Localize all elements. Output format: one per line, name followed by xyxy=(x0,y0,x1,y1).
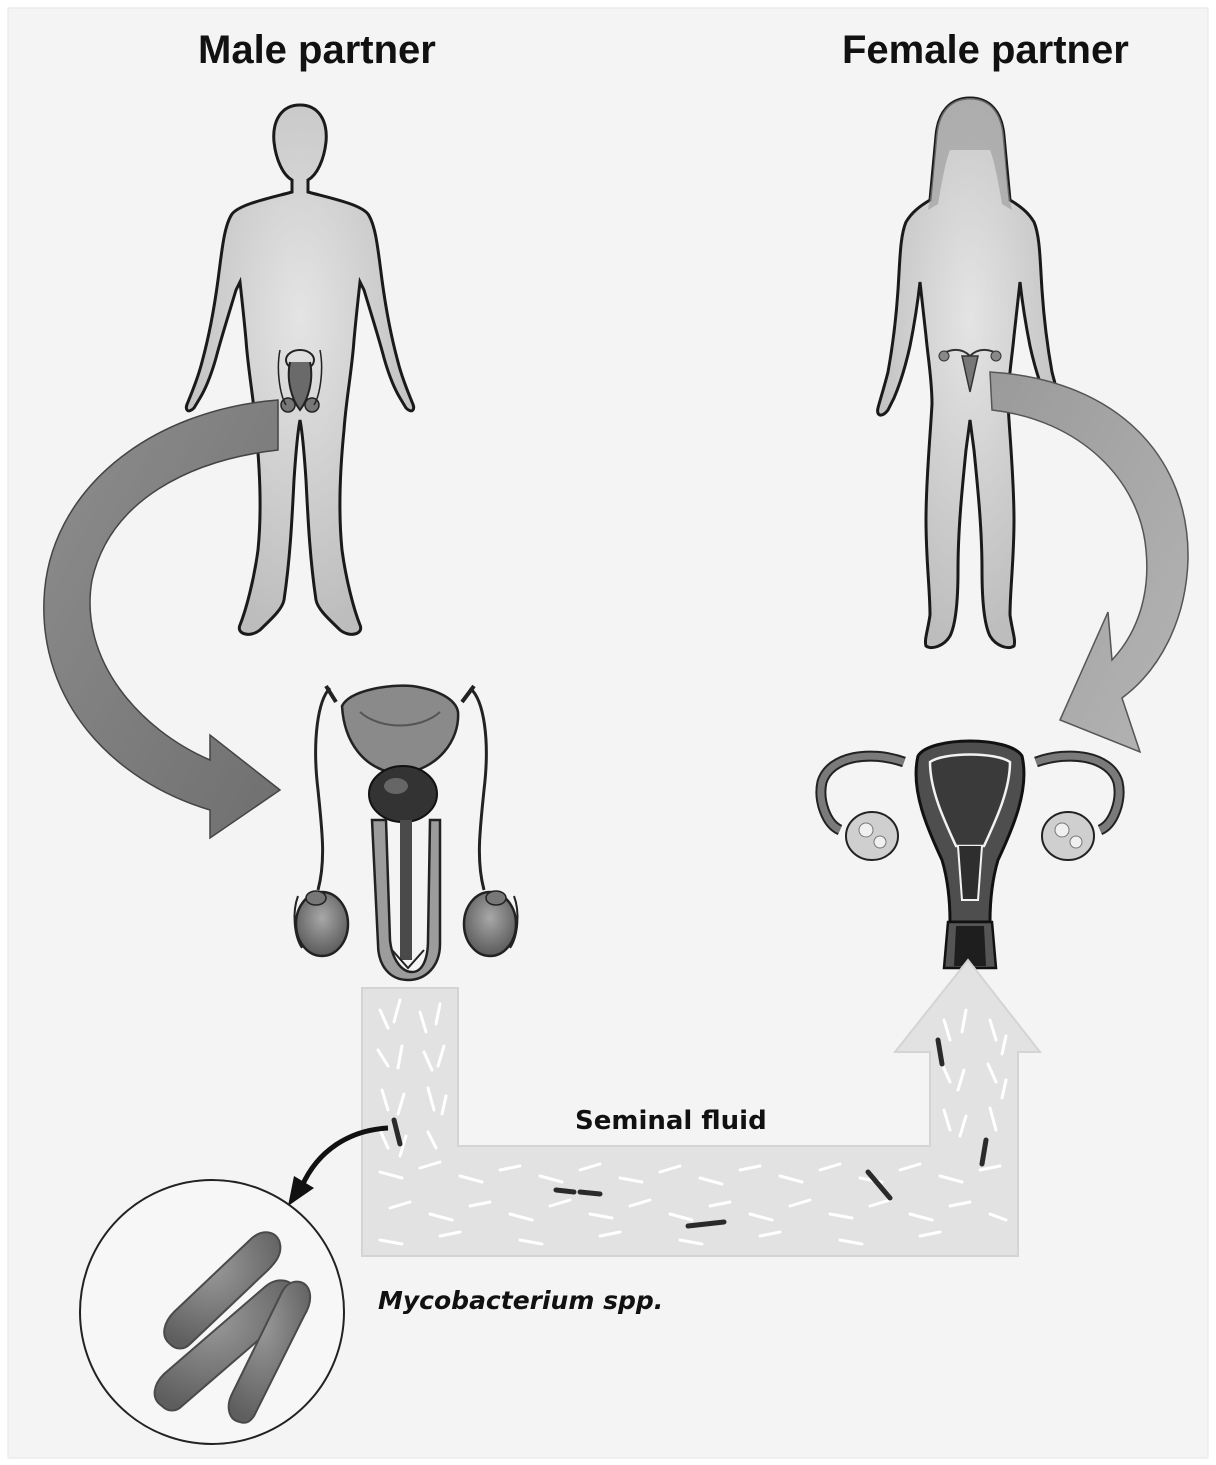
mycobacterium-label: Mycobacterium spp. xyxy=(378,1286,663,1315)
male-partner-title: Male partner xyxy=(198,28,436,73)
magnified-bacteria-circle xyxy=(80,1180,344,1444)
seminal-fluid-label: Seminal fluid xyxy=(575,1106,767,1136)
female-partner-title: Female partner xyxy=(842,28,1129,73)
